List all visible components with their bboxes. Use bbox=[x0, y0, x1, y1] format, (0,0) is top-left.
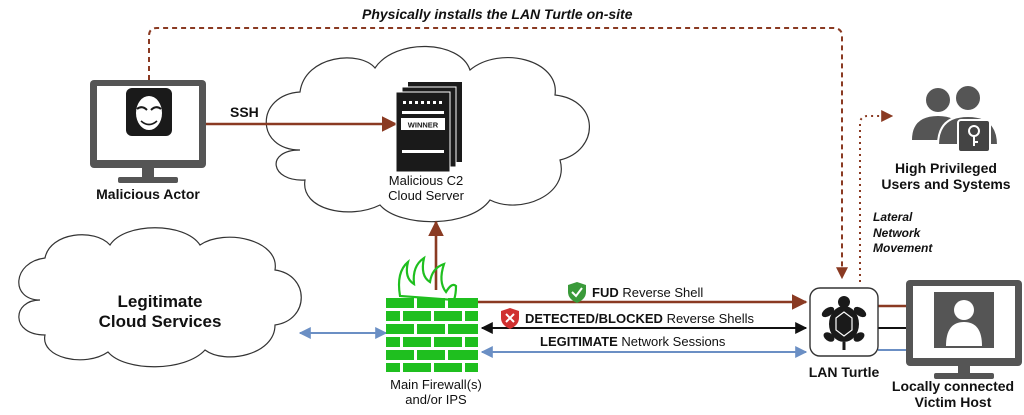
legit-flow-bold: LEGITIMATE bbox=[540, 334, 618, 349]
c2-label-line1: Malicious C2 bbox=[388, 173, 464, 188]
c2-label-line2: Cloud Server bbox=[388, 187, 464, 203]
privileged-label: High Privileged Users and Systems bbox=[866, 160, 1024, 192]
firewall-label-line1: Main Firewall(s) bbox=[390, 377, 482, 392]
legit-cloud-label: Legitimate Cloud Services bbox=[70, 292, 250, 331]
firewall-label: Main Firewall(s) and/or IPS bbox=[366, 377, 506, 408]
victim-monitor-icon bbox=[906, 280, 1022, 379]
turtle-label: LAN Turtle bbox=[808, 364, 880, 380]
victim-label-line1: Locally connected bbox=[891, 378, 1015, 394]
victim-label-line2: Victim Host bbox=[914, 394, 992, 411]
detected-flow-rest: Reverse Shells bbox=[662, 311, 754, 326]
privileged-label-line1: High Privileged bbox=[895, 160, 997, 176]
victim-label: Locally connected Victim Host bbox=[882, 378, 1024, 410]
fud-flow-bold: FUD bbox=[592, 285, 619, 300]
lateral-label-line2: Network bbox=[873, 225, 921, 240]
legit-cloud-shape bbox=[18, 227, 302, 368]
c2-label: Malicious C2 Cloud Server bbox=[366, 173, 486, 204]
legit-cloud-label-line2: Cloud Services bbox=[98, 311, 222, 331]
legit-flow-label: LEGITIMATE Network Sessions bbox=[540, 334, 726, 350]
privileged-label-line2: Users and Systems bbox=[881, 176, 1011, 193]
privileged-users-icon bbox=[912, 84, 1000, 153]
actor-monitor-icon bbox=[90, 80, 206, 183]
c2-server-icon: WINNER bbox=[395, 82, 462, 173]
fud-flow-label: FUD Reverse Shell bbox=[592, 285, 704, 301]
physical-install-caption: Physically installs the LAN Turtle on-si… bbox=[362, 6, 633, 22]
firewall-icon bbox=[386, 255, 478, 372]
actor-label: Malicious Actor bbox=[96, 186, 200, 202]
c2-badge-text: WINNER bbox=[408, 121, 439, 130]
shield-ok-icon bbox=[568, 282, 586, 303]
fud-flow-rest: Reverse Shell bbox=[618, 285, 704, 300]
ssh-label: SSH bbox=[230, 104, 259, 120]
lateral-movement-path bbox=[859, 110, 894, 282]
legit-cloud-label-line1: Legitimate bbox=[117, 292, 203, 311]
legit-flow-rest: Network Sessions bbox=[617, 334, 726, 349]
firewall-label-line2: and/or IPS bbox=[405, 391, 467, 407]
lateral-label-line3: Movement bbox=[873, 241, 933, 256]
detected-flow-label: DETECTED/BLOCKED Reverse Shells bbox=[525, 311, 754, 327]
lan-turtle-icon bbox=[809, 287, 879, 357]
physical-install-path bbox=[148, 27, 848, 280]
detected-flow-bold: DETECTED/BLOCKED bbox=[525, 311, 663, 326]
lateral-label-line1: Lateral bbox=[873, 210, 913, 224]
shield-blocked-icon bbox=[501, 308, 519, 329]
lateral-label: Lateral Network Movement bbox=[873, 210, 932, 257]
